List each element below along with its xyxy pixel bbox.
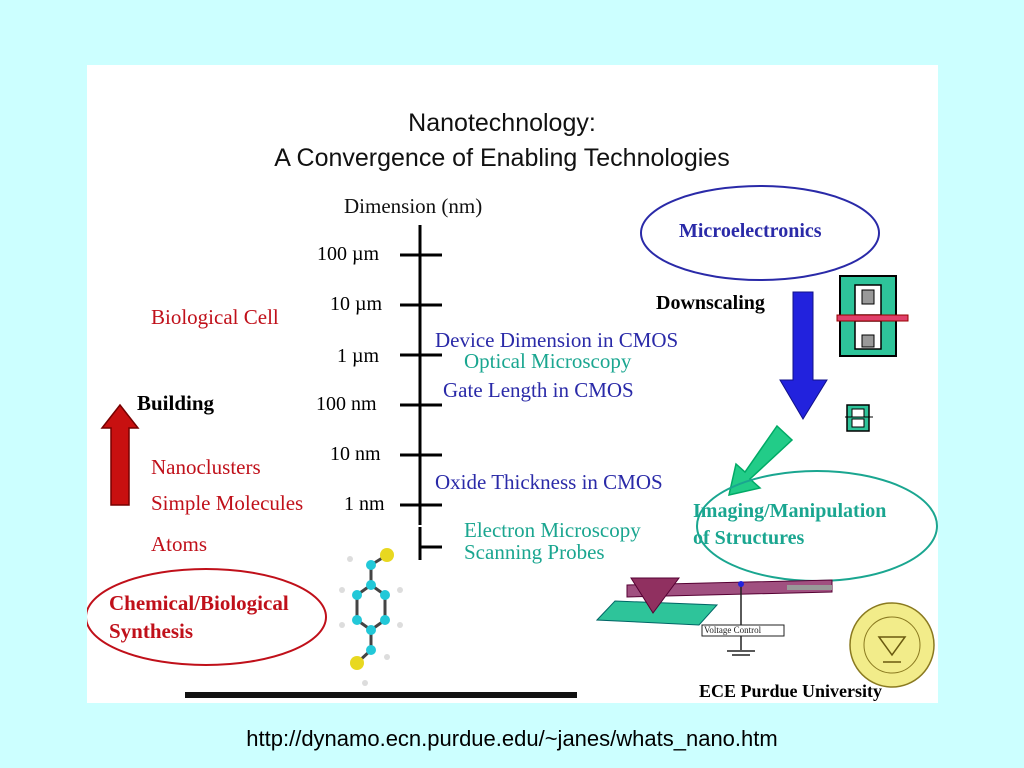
tick-label: 1 nm — [344, 493, 385, 515]
tick-label: 1 µm — [337, 345, 380, 367]
electron-microscopy-label: Electron Microscopy — [464, 518, 641, 542]
microelectronics-label: Microelectronics — [679, 220, 822, 242]
tick-label: 100 nm — [316, 393, 377, 415]
synthesis-label-1: Chemical/Biological — [109, 591, 289, 615]
probe-diagram — [595, 577, 833, 656]
building-label: Building — [137, 391, 215, 415]
down-arrow-icon — [779, 291, 828, 420]
footer-label: ECE Purdue University — [699, 681, 883, 701]
purdue-seal — [849, 602, 935, 688]
microelectronics-ellipse — [640, 185, 880, 281]
transistor-icon — [836, 275, 909, 357]
slide-panel: Nanotechnology: A Convergence of Enablin… — [87, 65, 938, 703]
title-line-1: Nanotechnology: — [408, 109, 596, 137]
bottom-rule — [185, 692, 577, 698]
oxide-thickness-label: Oxide Thickness in CMOS — [435, 470, 663, 494]
device-dimension-label: Device Dimension in CMOS — [435, 328, 679, 352]
imaging-ellipse — [696, 470, 938, 582]
tick-label: 100 µm — [317, 243, 380, 265]
slide-graphics — [87, 185, 938, 698]
axis-title: Dimension (nm) — [344, 194, 483, 218]
scanning-probes-label: Scanning Probes — [464, 540, 605, 564]
molecule-image — [339, 548, 403, 686]
up-arrow-icon — [100, 403, 140, 506]
diagonal-arrow-icon — [728, 424, 794, 496]
title-line-2: A Convergence of Enabling Technologies — [274, 144, 730, 172]
synthesis-ellipse — [87, 568, 327, 666]
atoms-label: Atoms — [151, 532, 208, 556]
small-transistor-icon — [845, 404, 873, 432]
voltage-control-label: Voltage Control — [704, 625, 762, 635]
synthesis-label-2: Synthesis — [109, 619, 194, 643]
optical-microscopy-label: Optical Microscopy — [464, 349, 632, 373]
dimension-axis — [400, 225, 442, 560]
nanoclusters-label: Nanoclusters — [151, 455, 261, 479]
imaging-label-1: Imaging/Manipulation — [693, 500, 887, 522]
simple-molecules-label: Simple Molecules — [151, 491, 304, 515]
tick-label: 10 nm — [330, 443, 381, 465]
imaging-label-2: of Structures — [693, 527, 805, 549]
gate-length-label: Gate Length in CMOS — [443, 378, 634, 402]
downscaling-label: Downscaling — [656, 292, 765, 314]
source-url[interactable]: http://dynamo.ecn.purdue.edu/~janes/what… — [246, 726, 778, 751]
biological-cell-label: Biological Cell — [151, 305, 279, 329]
tick-label: 10 µm — [330, 293, 383, 315]
